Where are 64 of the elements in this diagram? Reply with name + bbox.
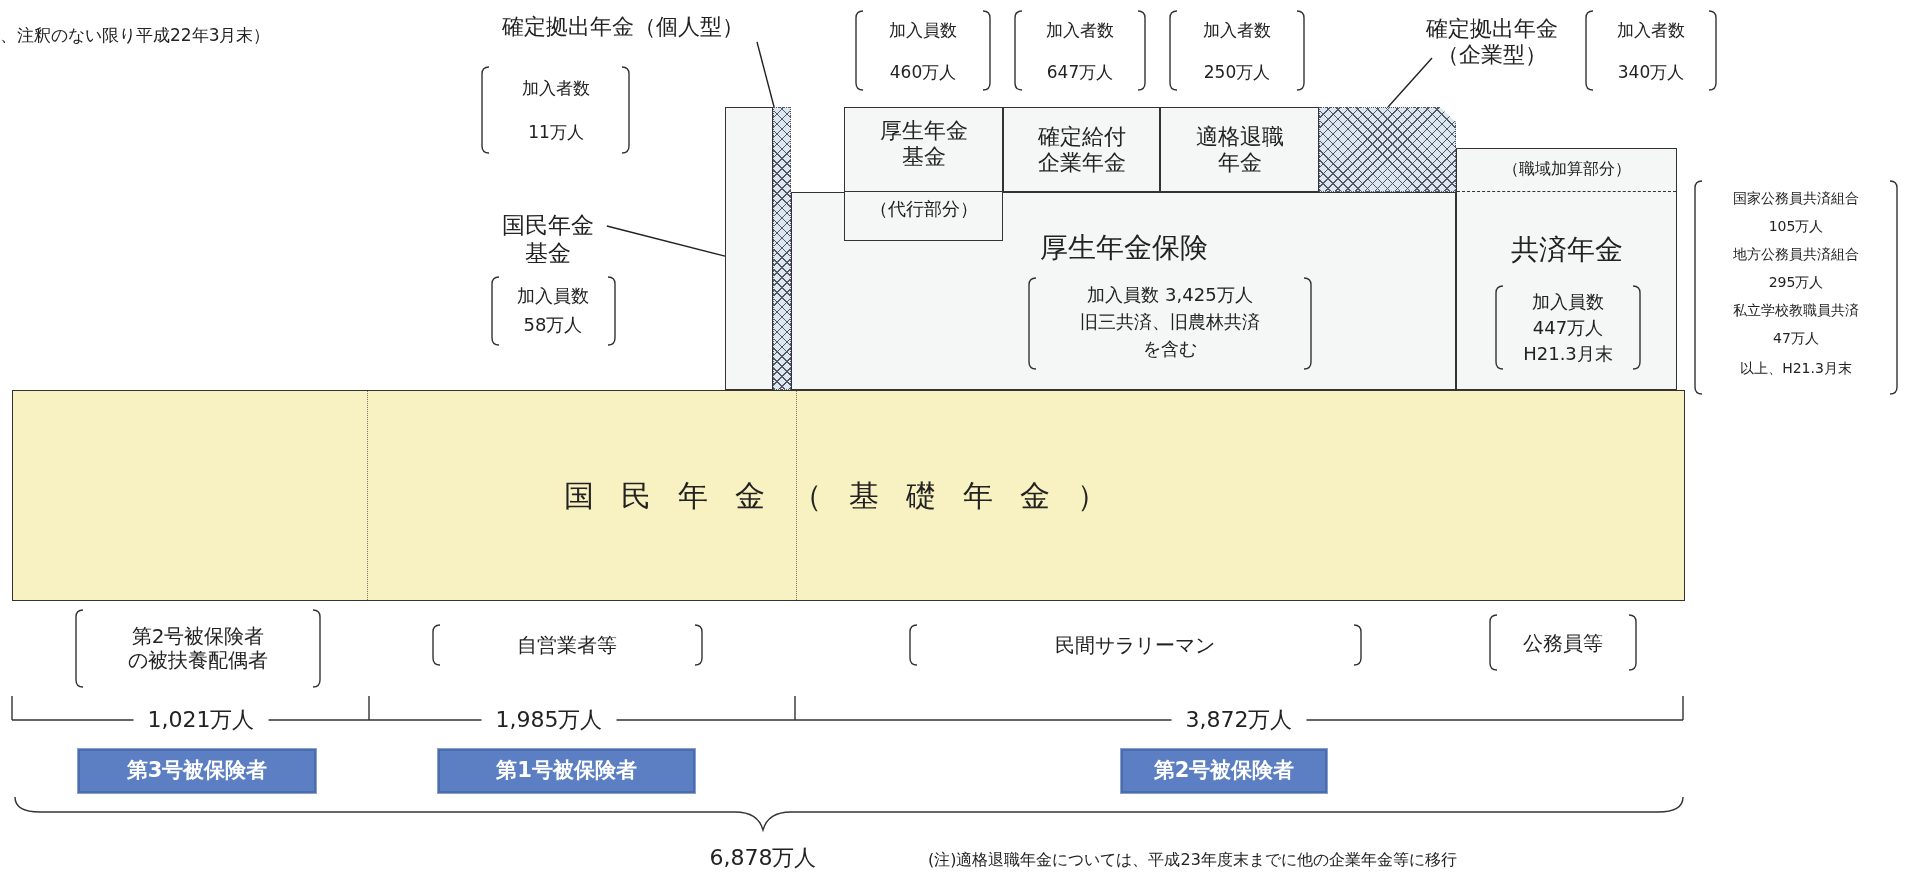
annotation-text: 250万人 (1203, 61, 1271, 83)
annotation-text: 295万人 (1768, 273, 1824, 291)
annotation-text: 確定拠出年金（個人型） (501, 14, 745, 41)
category-badge (437, 748, 696, 794)
section-label: （職域加算部分） (1501, 159, 1632, 179)
pension-box (1456, 148, 1677, 390)
annotation-text: 自営業者等 (517, 633, 617, 657)
annotation-text: 加入員数 (1532, 291, 1604, 313)
annotation-text: 6,878万人 (709, 844, 817, 872)
annotation-text: 旧三共済、旧農林共済 (1080, 311, 1260, 333)
badge-label: 第2号被保険者 (1152, 758, 1296, 784)
category-badge (77, 748, 317, 794)
node-label: 確定給付企業年金 (1036, 123, 1127, 176)
annotation-text: 地方公務員共済組合 (1733, 245, 1859, 263)
annotation-text: 加入員数 3,425万人 (1087, 284, 1253, 306)
count-label: 1,021万人 (133, 706, 269, 734)
annotation-text: 加入者数 (1617, 19, 1685, 41)
node-label: 適格退職年金 (1194, 123, 1285, 176)
node-label: 厚生年金基金 (878, 118, 969, 171)
annotation-text: 以上、H21.3月末 (1740, 359, 1852, 377)
hatched-box (1319, 107, 1456, 192)
annotation-text: 58万人 (523, 314, 583, 336)
annotation-text: 国家公務員共済組合 (1733, 189, 1859, 207)
leader-line (1387, 57, 1433, 108)
annotation-text: 第2号被保険者の被扶養配偶者 (127, 624, 269, 672)
node-label: （代行部分） (868, 198, 979, 220)
pension-box (844, 107, 1003, 241)
annotation-text: 、注釈のない限り平成22年3月末） (0, 24, 271, 46)
hatched-column (773, 107, 791, 390)
leader-line (756, 41, 775, 108)
annotation-text: 11万人 (528, 121, 584, 143)
pension-box (1003, 107, 1160, 192)
annotation-text: 47万人 (1773, 329, 1819, 347)
annotation-text: 民間サラリーマン (1055, 633, 1215, 657)
annotation-text: 私立学校教職員共済 (1733, 301, 1859, 319)
basic-pension-band (12, 390, 1685, 601)
count-label: 1,985万人 (481, 706, 617, 734)
category-badge (1120, 748, 1328, 794)
badge-label: 第1号被保険者 (495, 758, 638, 784)
annotation-text: を含む (1143, 338, 1197, 360)
count-label: 3,872万人 (1171, 706, 1307, 734)
annotation-text: 加入者数 (1046, 19, 1114, 41)
annotation-text: 加入者数 (1203, 19, 1271, 41)
annotation-text: (注)適格退職年金については、平成23年度末までに他の企業年金等に移行 (928, 850, 1457, 870)
annotation-text: 加入員数 (517, 285, 589, 307)
fund-column (725, 107, 773, 390)
annotation-text: 105万人 (1768, 217, 1824, 235)
annotation-text: 加入者数 (522, 77, 590, 99)
annotation-text: 340万人 (1617, 61, 1685, 83)
annotation-text: 447万人 (1532, 317, 1604, 339)
annotation-text: 460万人 (889, 61, 957, 83)
annotation-text: 公務員等 (1523, 631, 1603, 655)
node-label: 共済年金 (1509, 233, 1624, 267)
badge-label: 第3号被保険者 (125, 758, 269, 784)
annotation-text: H21.3月末 (1523, 343, 1613, 365)
annotation-text: 確定拠出年金（企業型） (1425, 16, 1559, 69)
node-label: 厚生年金保険 (1038, 231, 1209, 265)
leader-line (606, 225, 726, 257)
annotation-text: 国民年金基金 (501, 212, 595, 268)
annotation-text: 加入員数 (889, 19, 957, 41)
node-label: 国民年金（基礎年金） (562, 477, 1135, 514)
pension-box (1160, 107, 1319, 192)
annotation-text: 647万人 (1046, 61, 1114, 83)
pension-box (791, 192, 1456, 390)
